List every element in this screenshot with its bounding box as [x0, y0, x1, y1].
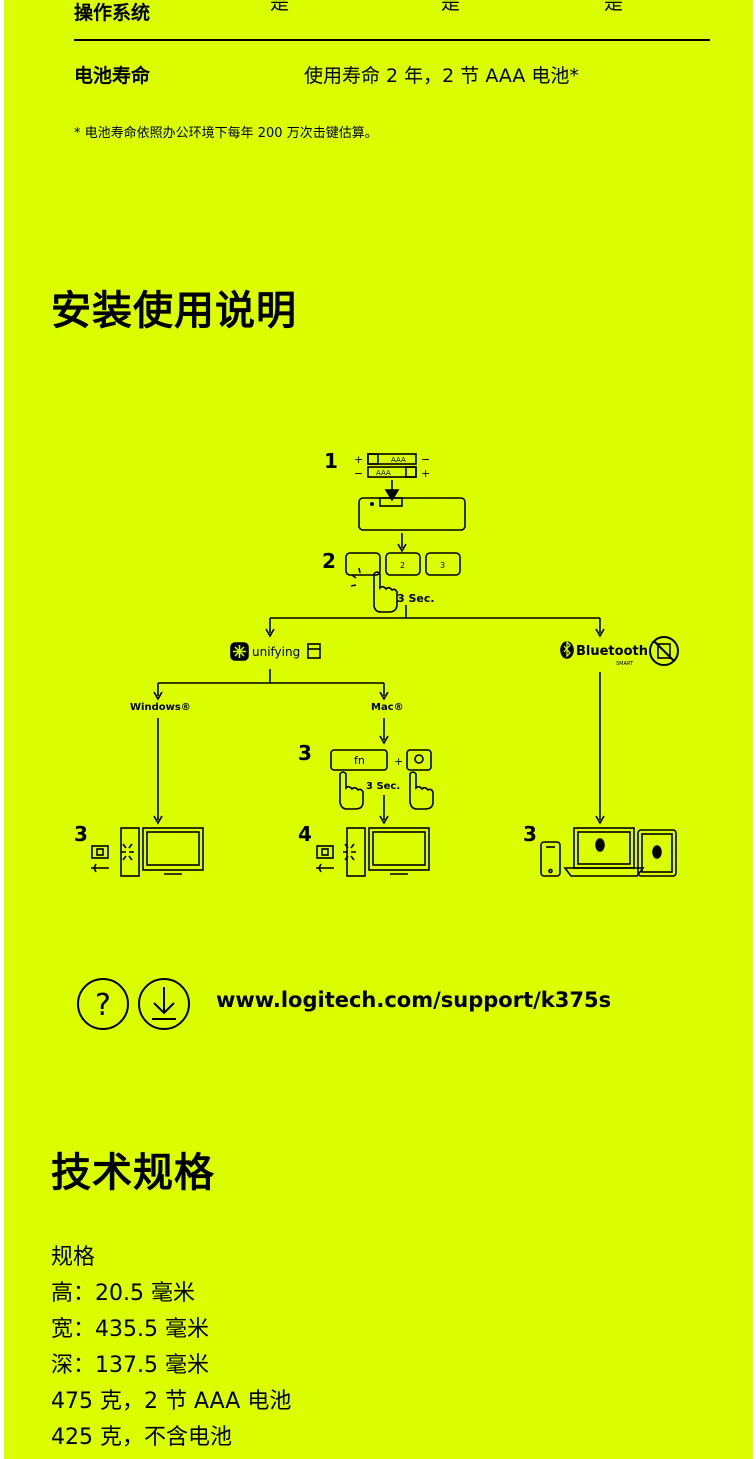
fn-key-label: fn — [354, 754, 365, 767]
phone-icon — [540, 841, 561, 877]
table-divider — [74, 39, 710, 41]
unifying-label: unifying — [252, 645, 300, 659]
arrow-down-icon — [153, 691, 163, 701]
bluetooth-step-3-number: 3 — [523, 822, 537, 846]
specs-list: 规格 高：20.5 毫米 宽：435.5 毫米 深：137.5 毫米 475 克… — [51, 1240, 291, 1456]
os-label: 操作系统 — [74, 2, 151, 24]
arrow-down-icon — [153, 815, 163, 825]
spec-weight-with-batteries: 475 克，2 节 AAA 电池 — [51, 1389, 292, 1414]
battery-label-bottom: AAA — [376, 469, 391, 477]
arrow-down-icon — [265, 628, 275, 638]
tablet-icon — [637, 829, 677, 877]
usb-icon — [316, 863, 334, 873]
specs-title: 技术规格 — [51, 1150, 215, 1196]
easy-switch-key-3-label: 3 — [440, 561, 445, 570]
step-1-number: 1 — [324, 449, 338, 473]
battery-minus-top: − — [421, 453, 430, 466]
press-duration-label: 3 Sec. — [397, 592, 435, 605]
battery-plus-bottom: + — [421, 467, 430, 480]
spec-weight-without-batteries: 425 克，不含电池 — [51, 1425, 232, 1450]
easy-switch-key-3 — [425, 552, 461, 576]
pc-tower-icon — [346, 827, 366, 877]
setup-title: 安装使用说明 — [51, 288, 297, 334]
bluetooth-label: Bluetooth — [576, 644, 648, 659]
finger-press-icon — [339, 771, 364, 810]
product-page: 操作系统 是 是 是 电池寿命 使用寿命 2 年，2 节 AAA 电池* * 电… — [4, 0, 753, 1459]
o-key — [406, 749, 432, 771]
arrow-down-icon — [384, 489, 400, 502]
battery-footnote: * 电池寿命依照办公环境下每年 200 万次击键估算。 — [74, 126, 378, 141]
blink-icon — [121, 843, 134, 861]
monitor-icon — [368, 827, 430, 871]
support-url-link[interactable]: www.logitech.com/support/k375s — [216, 988, 612, 1012]
bluetooth-smart-label: SMART — [616, 661, 634, 667]
os-value-3: 是 — [604, 0, 624, 14]
blink-icon — [350, 567, 361, 587]
download-icon — [138, 978, 190, 1030]
support-icons: ? — [77, 978, 190, 1030]
finger-press-icon — [373, 571, 398, 613]
battery-life-label: 电池寿命 — [74, 65, 151, 87]
usb-receiver-icon — [91, 845, 109, 859]
easy-switch-key-1 — [345, 552, 381, 576]
blink-icon — [343, 843, 356, 861]
windows-label: Windows® — [130, 702, 191, 713]
mac-press-duration-label: 3 Sec. — [366, 781, 400, 792]
arrow-down-icon — [379, 691, 389, 701]
os-value-1: 是 — [270, 0, 290, 14]
pc-tower-icon — [120, 827, 140, 877]
arrow-down-icon — [379, 815, 389, 825]
receiver-icon — [307, 643, 321, 659]
setup-diagram: 1 + AAA − − AAA + 2 2 3 3 Sec. — [74, 449, 679, 877]
spec-height: 高：20.5 毫米 — [51, 1281, 195, 1306]
battery-terminal-top — [367, 453, 379, 465]
no-receiver-icon — [649, 636, 679, 666]
spec-width: 宽：435.5 毫米 — [51, 1317, 209, 1342]
arrow-down-icon — [595, 628, 605, 638]
tablet-bluetooth-icon — [652, 845, 662, 859]
windows-step-3-number: 3 — [74, 822, 88, 846]
mac-step-3-number: 3 — [298, 741, 312, 765]
keyboard-icon — [358, 497, 466, 531]
os-value-2: 是 — [441, 0, 461, 14]
svg-text:?: ? — [95, 988, 111, 1023]
usb-receiver-icon — [316, 845, 334, 859]
mac-step-4-number: 4 — [298, 822, 312, 846]
mac-label: Mac® — [371, 702, 404, 713]
keyboard-battery-slot — [379, 497, 403, 507]
fn-key — [330, 749, 388, 771]
easy-switch-key-2 — [385, 552, 421, 576]
battery-terminal-bottom — [405, 466, 417, 478]
key-combo-plus: + — [394, 755, 403, 768]
step-2-number: 2 — [322, 549, 336, 573]
help-icon — [77, 978, 129, 1030]
arrow-down-icon — [379, 735, 389, 745]
battery-plus-top: + — [354, 453, 363, 466]
easy-switch-key-2-label: 2 — [400, 561, 405, 570]
usb-icon — [91, 863, 109, 873]
arrow-down-icon — [397, 543, 407, 553]
battery-label-top: AAA — [391, 456, 406, 464]
spec-depth: 深：137.5 毫米 — [51, 1353, 209, 1378]
laptop-bluetooth-icon — [595, 838, 605, 852]
battery-minus-bottom: − — [354, 467, 363, 480]
specs-heading: 规格 — [51, 1245, 96, 1270]
monitor-icon — [142, 827, 204, 871]
finger-press-icon — [409, 771, 434, 810]
arrow-down-icon — [595, 815, 605, 825]
battery-life-value: 使用寿命 2 年，2 节 AAA 电池* — [304, 65, 579, 87]
